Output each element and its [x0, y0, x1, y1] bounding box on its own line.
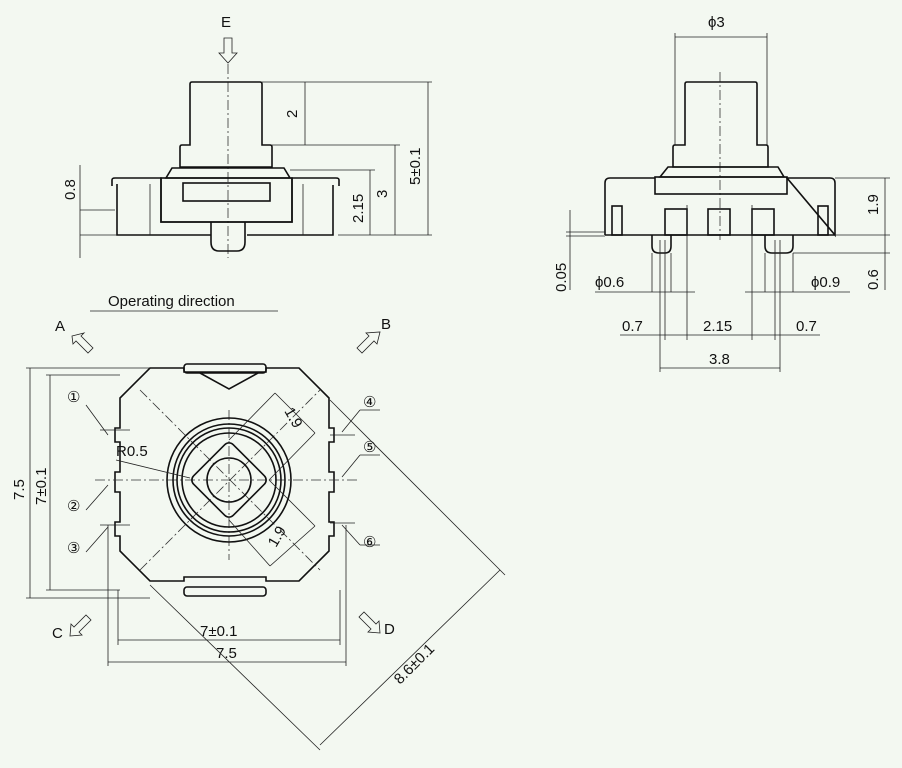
direction-b-label: B [381, 316, 391, 333]
direction-e-label: E [221, 14, 231, 31]
dim-pin-small: ϕ0.6 [595, 274, 624, 291]
direction-d-arrow-icon [358, 611, 381, 634]
dim-left: 0.7 [622, 318, 643, 335]
radius-label: R0.5 [116, 443, 148, 460]
direction-d-label: D [384, 621, 395, 638]
operating-direction-label: Operating direction [108, 293, 235, 310]
dim-body-height: 1.9 [865, 194, 882, 215]
dim-body: 2.15 [350, 194, 367, 223]
dim-span: 3.8 [709, 351, 730, 368]
dim-pin-length: 0.6 [865, 269, 882, 290]
dim-collar: 3 [374, 190, 391, 198]
side-view: E 2 5±0.1 3 2.15 0.8 [62, 14, 432, 258]
dim-outer-horizontal: 7.5 [216, 645, 237, 662]
dim-stem: 2 [284, 110, 301, 118]
dim-foot: 0.8 [62, 179, 79, 200]
terminal-1: ① [67, 389, 80, 406]
direction-e-arrow-icon [218, 37, 238, 64]
dim-gap: 0.05 [553, 263, 570, 292]
dim-diameter: ϕ3 [708, 14, 725, 31]
dim-inner-horizontal: 7±0.1 [200, 623, 237, 640]
dim-center: 2.15 [703, 318, 732, 335]
terminal-3: ③ [67, 540, 80, 557]
dim-diagonal-1: 1.9 [281, 405, 306, 432]
dim-inner-vertical: 7±0.1 [33, 468, 50, 505]
terminal-4: ④ [363, 394, 376, 411]
direction-c-arrow-icon [69, 614, 92, 637]
dim-diagonal-total: 8.6±0.1 [391, 640, 438, 687]
terminal-6: ⑥ [363, 534, 376, 551]
direction-a-label: A [55, 318, 65, 335]
direction-a-arrow-icon [71, 332, 94, 354]
direction-c-label: C [52, 625, 63, 642]
bottom-view: Operating direction A B C D [11, 293, 506, 751]
dim-pin-large: ϕ0.9 [811, 274, 840, 291]
terminal-labels: ① ② ③ ④ ⑤ ⑥ [67, 389, 380, 557]
dim-right: 0.7 [796, 318, 817, 335]
front-view: ϕ3 1.9 0.6 0.05 ϕ0.6 ϕ0.9 [553, 14, 890, 372]
dim-total-height: 5±0.1 [407, 148, 424, 185]
direction-b-arrow-icon [356, 331, 381, 354]
terminal-2: ② [67, 498, 80, 515]
terminal-5: ⑤ [363, 439, 376, 456]
dim-outer-vertical: 7.5 [11, 479, 28, 500]
